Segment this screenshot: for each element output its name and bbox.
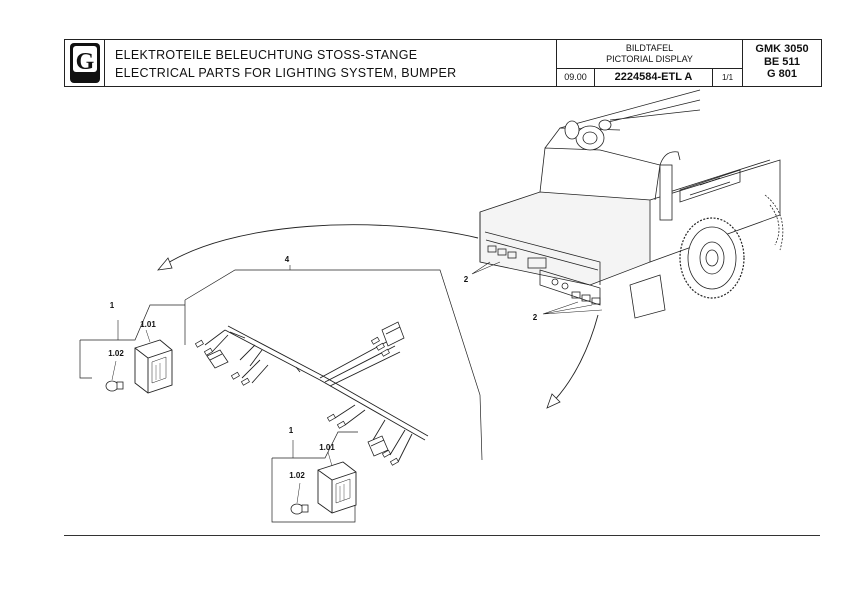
callout-4: 4 xyxy=(285,255,290,264)
wiring-harness xyxy=(204,325,429,463)
bulb-left xyxy=(105,380,124,392)
callout-1-02-right: 1.02 xyxy=(289,471,305,480)
title-german: ELEKTROTEILE BELEUCHTUNG STOSS-STANGE xyxy=(115,48,418,62)
model-block: GMK 3050 BE 511 G 801 xyxy=(743,40,821,86)
bumper-lamp-left-1 xyxy=(487,245,497,253)
harness-terminals xyxy=(194,336,399,466)
drawing-number: 2224584-ETL A xyxy=(595,69,713,86)
callout-1-01-right: 1.01 xyxy=(319,443,335,452)
callout-2-lower: 2 xyxy=(533,313,538,322)
callout-2-upper: 2 xyxy=(464,275,469,284)
svg-text:G: G xyxy=(76,49,95,75)
display-type: BILDTAFEL PICTORIAL DISPLAY xyxy=(557,40,743,69)
model-line-1: GMK 3050 xyxy=(755,43,809,55)
vehicle-drawing xyxy=(479,89,784,319)
bildtafel-label: BILDTAFEL xyxy=(625,43,674,53)
callout-1-01-left: 1.01 xyxy=(140,320,156,329)
manufacturer-logo: G xyxy=(65,40,105,86)
harness-connectors xyxy=(206,321,405,457)
title-english: ELECTRICAL PARTS FOR LIGHTING SYSTEM, BU… xyxy=(115,66,457,80)
lamp-housing-left xyxy=(134,339,173,394)
bumper-lamp-left-3 xyxy=(507,251,517,259)
pictorial-display-label: PICTORIAL DISPLAY xyxy=(606,54,693,64)
engine-block xyxy=(564,119,612,151)
bumper-lamp-right-1 xyxy=(571,291,581,299)
callout-1-right: 1 xyxy=(289,426,294,435)
issue-date: 09.00 xyxy=(557,69,595,86)
footer-rule xyxy=(64,535,820,536)
model-line-2: BE 511 xyxy=(763,55,801,68)
lamp-housing-right xyxy=(317,461,357,514)
page-number: 1/1 xyxy=(713,69,743,86)
callout-1-left: 1 xyxy=(110,301,115,310)
bumper-lamp-left-2 xyxy=(497,248,507,256)
logo-icon: G xyxy=(70,43,100,83)
callout-1-02-left: 1.02 xyxy=(108,349,124,358)
model-line-3: G 801 xyxy=(767,68,797,80)
bulb-right xyxy=(290,503,309,515)
bumper-lamp-right-2 xyxy=(581,294,591,302)
title-block: G ELEKTROTEILE BELEUCHTUNG STOSS-STANGE … xyxy=(64,39,822,87)
title-area: ELEKTROTEILE BELEUCHTUNG STOSS-STANGE EL… xyxy=(105,40,557,86)
